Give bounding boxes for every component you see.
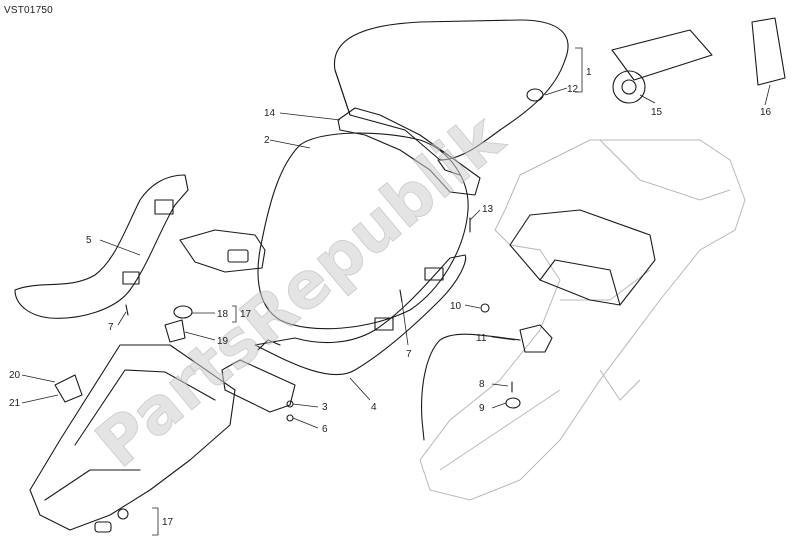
bushing [164,319,186,343]
seat-lock [519,324,553,353]
manual-booklet [611,29,713,81]
callout-19: 19 [217,336,229,347]
callout-1: 1 [586,67,592,78]
bracket-plate [54,374,83,403]
callout-labels: 1 12 15 16 14 2 13 5 7 18 17 19 10 11 7 … [9,67,772,528]
key-17 [94,521,112,533]
callout-7-right: 7 [406,349,412,360]
hardware [94,217,521,533]
release-cable [421,333,521,441]
grab-handle-right [254,254,467,376]
callout-21: 21 [9,398,21,409]
callout-17-lower: 17 [162,517,174,528]
callout-13: 13 [482,204,494,215]
callout-2: 2 [264,135,270,146]
grommet-10 [480,303,490,313]
handle-bracket-right-upper [424,267,444,281]
damper-9 [505,397,521,409]
callout-14: 14 [264,108,276,119]
relay-box [221,359,296,413]
callout-8: 8 [479,379,485,390]
seat-hook [227,249,249,263]
gear-icon [612,70,646,104]
rubber-bumper [526,88,544,102]
tool-kit [611,29,713,104]
callout-20: 20 [9,370,21,381]
callout-6: 6 [322,424,328,435]
rear-subframe [419,139,746,501]
cap [173,305,193,319]
callout-7-left: 7 [108,322,114,333]
tool-bag [751,17,786,86]
watermark: PartsRepublik [83,100,518,482]
screw-7-left [125,304,129,316]
callout-17-upper: 17 [240,309,252,320]
callout-16: 16 [760,107,772,118]
grommet-17 [117,508,129,520]
grab-handle-left [14,174,189,319]
callout-10: 10 [450,301,462,312]
callout-9: 9 [479,403,485,414]
battery-tray [29,344,236,531]
callout-4: 4 [371,402,377,413]
leader-lines [21,47,771,536]
callout-18: 18 [217,309,229,320]
callout-11: 11 [476,333,487,344]
callout-3: 3 [322,402,328,413]
screw-7-right [399,289,403,303]
nut-6 [286,414,294,422]
handle-bracket-right [374,317,394,331]
seat-cover [337,107,481,196]
rider-seat [333,19,569,161]
handle-bracket-left-lower [122,271,140,285]
callout-15: 15 [651,107,663,118]
passenger-seat [179,132,469,330]
callout-12: 12 [567,84,579,95]
handle-bracket-left [154,199,174,215]
drawing-code: VST01750 [4,5,53,16]
callout-5: 5 [86,235,92,246]
